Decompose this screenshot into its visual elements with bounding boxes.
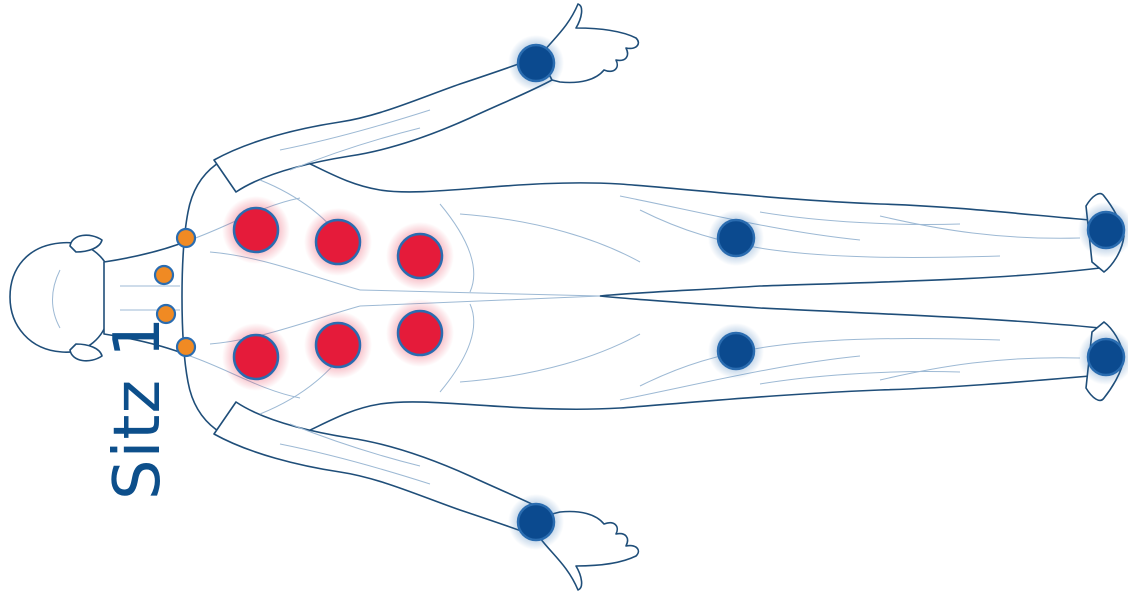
ear-top — [70, 235, 102, 252]
red-zone — [316, 220, 360, 264]
head — [10, 243, 112, 353]
blue-zone — [718, 333, 754, 369]
ear-bottom — [70, 344, 102, 361]
red-zone — [398, 234, 442, 278]
blue-zone — [518, 504, 554, 540]
seat-label: Sitz 1 — [106, 316, 170, 500]
blue-zone — [1088, 212, 1124, 248]
blue-zone — [1088, 339, 1124, 375]
blue-zone — [518, 45, 554, 81]
orange-zone — [177, 338, 195, 356]
red-zone — [234, 335, 278, 379]
red-zone — [398, 311, 442, 355]
red-zone — [316, 323, 360, 367]
torso — [182, 150, 1115, 444]
blue-zone — [718, 220, 754, 256]
orange-zone — [177, 229, 195, 247]
orange-zone — [155, 266, 173, 284]
red-zone — [234, 208, 278, 252]
